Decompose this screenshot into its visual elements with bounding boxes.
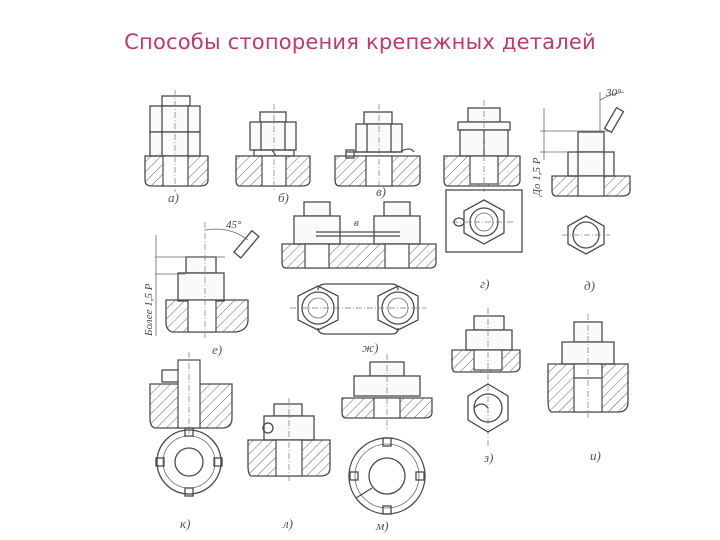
figure-v-tab-washer: в) [334,104,421,199]
figure-label: и) [590,448,601,463]
figure-g-castle-nut-cotter: г) [443,100,523,291]
angle-30-label: 30° [605,87,622,99]
figure-label: д) [584,278,595,293]
figure-m-tab-round-nut: м) [341,354,433,533]
figure-k-round-nut: к) [149,352,233,531]
figure-z-spring-ring: з) [451,308,521,465]
figure-e-peening: 45° Более 1,5 P е) [143,219,260,357]
figure-label: к) [180,516,190,531]
figure-i-thread-lock: и) [547,314,629,463]
figure-zh-wire-lock: в ж) [281,201,437,355]
angle-45-label: 45° [226,219,242,231]
figure-label: б) [278,190,289,205]
wire-label: в [354,217,359,229]
slide-title: Способы стопорения крепежных деталей [124,30,596,54]
figure-label: в) [376,184,386,199]
figure-label: е) [212,342,222,357]
figure-label: з) [483,450,493,465]
figure-l-side-pin: л) [247,398,331,531]
figure-label: м) [375,518,389,533]
figure-label: ж) [362,340,378,355]
dim-more-than-label: Более 1,5 P [143,283,155,337]
figure-label: л) [282,516,293,531]
figure-d-center-punch: 30° До 1,5 P д) [531,87,631,293]
figure-label: г) [480,276,489,291]
figure-b-spring-washer: б) [235,104,311,205]
figure-a-lock-nut: а) [144,90,209,205]
figure-label: а) [168,190,179,205]
dim-up-to-label: До 1,5 P [531,157,543,197]
